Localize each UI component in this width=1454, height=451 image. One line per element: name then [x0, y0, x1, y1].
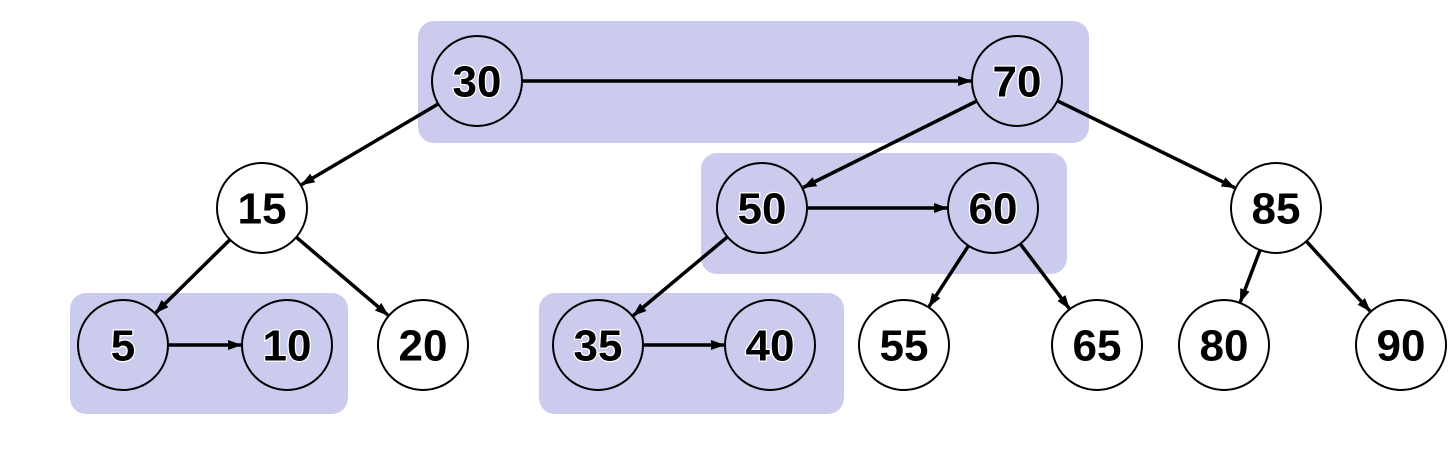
edge-n60-n65 — [1018, 242, 1071, 310]
edge-n60-n55 — [927, 244, 970, 308]
edge-n15-n20 — [295, 235, 390, 317]
node-circle — [858, 299, 950, 391]
node-circle — [716, 162, 808, 254]
node-label: 70 — [993, 58, 1042, 107]
node-circle — [1178, 299, 1270, 391]
node-label: 80 — [1200, 322, 1249, 371]
node-label: 85 — [1252, 185, 1301, 234]
tree-node-90: 90 — [1355, 299, 1447, 391]
node-circle — [1051, 299, 1143, 391]
edge-n85-n80 — [1238, 249, 1262, 303]
node-label: 40 — [746, 322, 795, 371]
node-label: 90 — [1377, 322, 1426, 371]
node-label: 55 — [880, 322, 929, 371]
node-circle — [1230, 162, 1322, 254]
edges — [154, 76, 1372, 350]
node-label: 35 — [574, 322, 623, 371]
edge-n85-n90 — [1305, 240, 1372, 313]
edge-n70-n50 — [802, 99, 978, 190]
tree-node-55: 55 — [858, 299, 950, 391]
node-circle — [724, 299, 816, 391]
tree-node-65: 65 — [1051, 299, 1143, 391]
node-circle — [241, 299, 333, 391]
edge-n30-n15 — [300, 102, 440, 187]
tree-node-30: 30 — [431, 35, 523, 127]
node-label: 60 — [969, 185, 1018, 234]
node-label: 10 — [263, 322, 312, 371]
tree-node-15: 15 — [216, 162, 308, 254]
tree-node-40: 40 — [724, 299, 816, 391]
tree-node-5: 5 — [77, 299, 169, 391]
tree-node-80: 80 — [1178, 299, 1270, 391]
edge-n50-n35 — [632, 235, 729, 317]
edge-n15-n5 — [154, 238, 232, 314]
node-circle — [947, 162, 1039, 254]
tree-node-70: 70 — [971, 35, 1063, 127]
node-label: 5 — [111, 322, 135, 371]
tree-node-60: 60 — [947, 162, 1039, 254]
node-label: 65 — [1073, 322, 1122, 371]
node-circle — [1355, 299, 1447, 391]
node-label: 30 — [453, 58, 502, 107]
tree-node-85: 85 — [1230, 162, 1322, 254]
node-circle — [77, 299, 169, 391]
nodes: 30 70 15 50 60 85 5 10 20 35 40 55 65 80 90 — [77, 35, 1447, 391]
tree-node-50: 50 — [716, 162, 808, 254]
node-circle — [552, 299, 644, 391]
node-circle — [971, 35, 1063, 127]
tree-node-35: 35 — [552, 299, 644, 391]
tree-node-10: 10 — [241, 299, 333, 391]
node-circle — [377, 299, 469, 391]
node-circle — [216, 162, 308, 254]
node-label: 15 — [238, 185, 287, 234]
tree-node-20: 20 — [377, 299, 469, 391]
node-label: 20 — [399, 322, 448, 371]
edge-n70-n85 — [1056, 99, 1236, 190]
node-label: 50 — [738, 185, 787, 234]
node-circle — [431, 35, 523, 127]
